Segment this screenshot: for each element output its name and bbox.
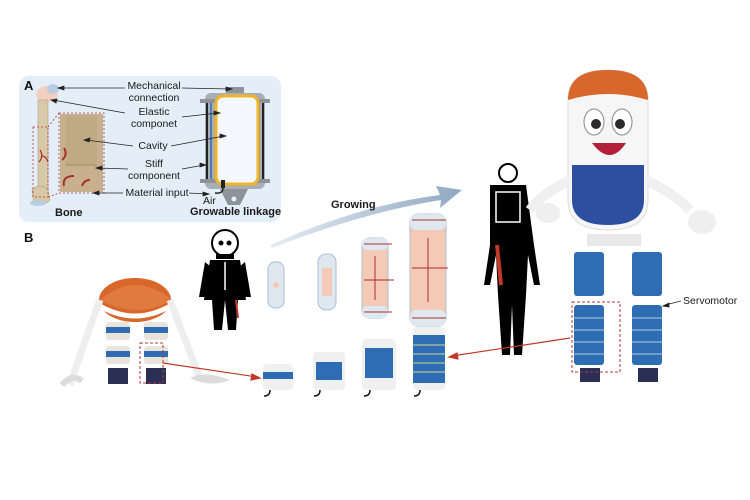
linkage-stage-4 xyxy=(413,327,445,397)
label-growable-linkage: Growable linkage xyxy=(190,206,282,218)
adult-skeleton-illustration xyxy=(484,163,540,355)
linkage-stage-3 xyxy=(362,339,396,397)
label-growing: Growing xyxy=(331,199,376,211)
label-cavity: Cavity xyxy=(138,140,168,152)
label-line: componet xyxy=(130,118,178,130)
linkage-growth-stages xyxy=(263,327,445,397)
label-stiff-component: Stiff component xyxy=(124,158,184,182)
bone-zoom-callout xyxy=(32,112,105,198)
large-robot-highlight-box xyxy=(571,301,621,373)
linkage-stage-1 xyxy=(263,364,293,397)
panel-b-pointers xyxy=(162,337,571,381)
label-air: Air xyxy=(203,195,216,207)
linkage-stage-2 xyxy=(313,352,345,397)
bone-stage-1 xyxy=(267,261,285,309)
small-robot-illustration xyxy=(59,278,230,388)
label-line: Mechanical xyxy=(127,80,181,92)
growable-linkage-illustration xyxy=(200,87,270,205)
child-skeleton-illustration xyxy=(199,229,251,330)
panel-a-letter: A xyxy=(24,78,34,93)
bone-stage-2 xyxy=(317,253,337,311)
label-line: Elastic xyxy=(138,106,170,118)
label-material-input: Material input xyxy=(125,187,189,199)
servomotor-pointer xyxy=(661,300,682,308)
large-robot-illustration xyxy=(525,69,716,382)
bone-cartilage-top xyxy=(47,84,59,94)
panel-a-pointers xyxy=(49,85,234,197)
bone-growth-stages xyxy=(267,213,448,327)
label-line: connection xyxy=(128,92,180,104)
growing-arrow xyxy=(270,186,462,248)
bone-stage-4 xyxy=(409,213,448,327)
bone-illustration xyxy=(30,84,59,206)
label-line: Stiff xyxy=(145,158,163,170)
label-elastic-component: Elastic componet xyxy=(124,106,184,130)
label-bone: Bone xyxy=(55,207,83,219)
panel-b-letter: B xyxy=(24,230,34,245)
label-mechanical-connection: Mechanical connection xyxy=(124,80,184,104)
bone-stage-3 xyxy=(361,237,394,319)
label-servomotor: Servomotor xyxy=(683,295,738,307)
bone-cartilage-bottom xyxy=(30,200,46,206)
label-line: component xyxy=(128,170,180,182)
